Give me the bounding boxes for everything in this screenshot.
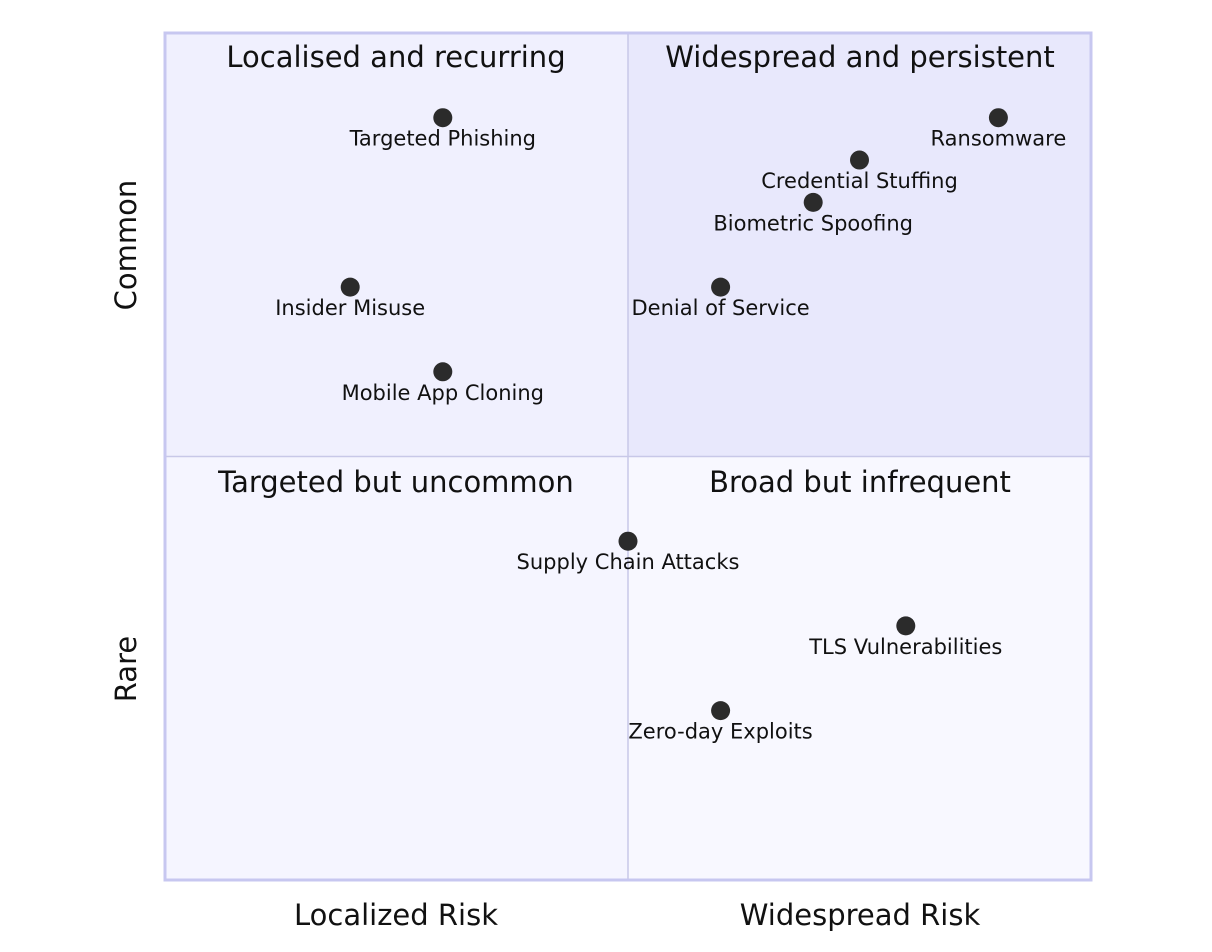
point-marker — [850, 150, 869, 170]
data-point: Mobile App Cloning — [342, 362, 544, 405]
point-label: Ransomware — [931, 127, 1067, 151]
data-point: Zero-day Exploits — [628, 701, 813, 744]
quadrant-bottom-left — [165, 456, 628, 880]
quadrant-label-top-left: Localised and recurring — [226, 40, 565, 74]
x-axis-right-label: Widespread Risk — [740, 898, 981, 932]
point-label: Mobile App Cloning — [342, 381, 544, 405]
quadrant-label-bottom-right: Broad but infrequent — [709, 465, 1011, 499]
point-label: Biometric Spoofing — [713, 211, 913, 235]
y-axis-top-label: Common — [109, 180, 143, 311]
chart-border — [163, 31, 1093, 882]
point-marker — [896, 616, 916, 636]
point-label: Zero-day Exploits — [628, 720, 812, 744]
data-point: Supply Chain Attacks — [517, 531, 740, 574]
x-axis-left-label: Localized Risk — [294, 898, 498, 932]
data-point: Biometric Spoofing — [713, 192, 913, 235]
quadrant-top-right — [628, 33, 1091, 457]
point-label: Targeted Phishing — [349, 127, 536, 151]
point-marker — [803, 192, 823, 212]
point-label: TLS Vulnerabilities — [808, 635, 1002, 659]
point-label: Insider Misuse — [275, 296, 425, 320]
point-label: Supply Chain Attacks — [517, 550, 740, 574]
data-point: Credential Stuffing — [761, 150, 958, 193]
point-marker — [711, 277, 731, 297]
data-point: Insider Misuse — [275, 277, 425, 320]
data-point: Ransomware — [931, 108, 1067, 151]
quadrant-label-bottom-left: Targeted but uncommon — [217, 465, 574, 499]
data-point: Denial of Service — [632, 277, 810, 320]
point-marker — [433, 362, 453, 382]
point-marker — [618, 531, 638, 551]
quadrant-bottom-right — [628, 456, 1091, 880]
data-point: Targeted Phishing — [349, 108, 536, 151]
quadrant-top-left — [165, 33, 628, 457]
point-marker — [988, 108, 1008, 128]
point-marker — [340, 277, 360, 297]
point-marker — [711, 701, 731, 721]
point-marker — [433, 108, 453, 128]
data-point: TLS Vulnerabilities — [808, 616, 1002, 659]
point-label: Denial of Service — [632, 296, 810, 320]
quadrant-label-top-right: Widespread and persistent — [665, 40, 1055, 74]
y-axis-bottom-label: Rare — [109, 636, 143, 702]
point-label: Credential Stuffing — [761, 169, 958, 193]
